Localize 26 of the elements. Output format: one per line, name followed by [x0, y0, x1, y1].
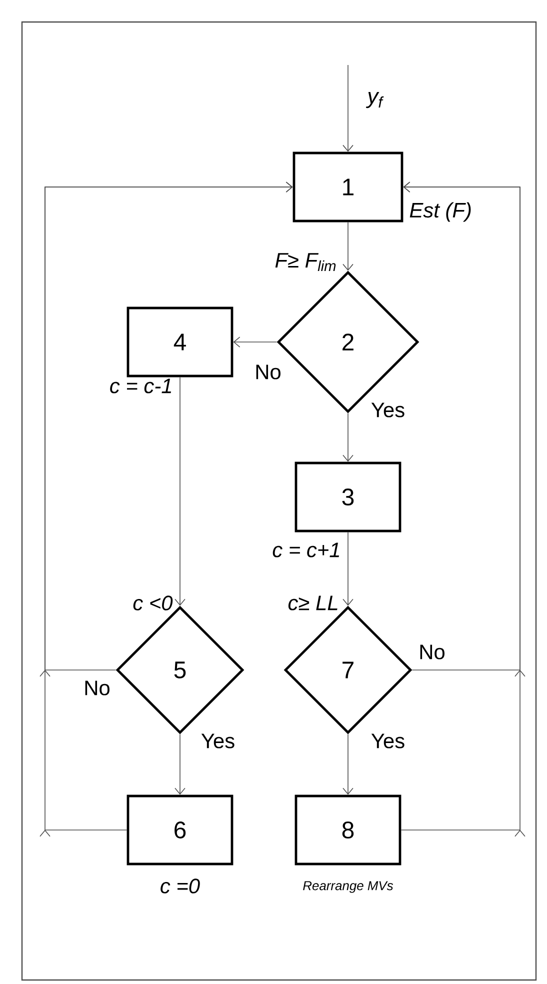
- process-box: 1: [292, 152, 404, 222]
- edge-label: Yes: [370, 732, 406, 750]
- arrow: [233, 336, 278, 348]
- arrow: [342, 734, 354, 795]
- arrow: [342, 412, 354, 462]
- process-box: 8: [294, 794, 402, 866]
- arrow: [40, 182, 293, 837]
- condition-label: F≥ F$_{lim}$: [275, 253, 336, 271]
- process-box: 4: [126, 306, 234, 378]
- edge-label: No: [418, 644, 446, 660]
- condition-label: c = c+1: [272, 542, 340, 558]
- edge-label: Yes: [200, 732, 236, 750]
- edge-label: y$_{f}$: [366, 90, 384, 110]
- arrow: [174, 734, 186, 795]
- condition-label: c = c-1: [110, 378, 172, 394]
- arrow: [174, 376, 186, 606]
- process-box: 3: [294, 462, 402, 532]
- edge-label: No: [82, 680, 112, 696]
- arrow: [400, 182, 526, 837]
- process-box: 6: [126, 794, 234, 866]
- condition-label: Rearrange MVs: [303, 881, 394, 893]
- arrow: [342, 64, 354, 152]
- arrow: [342, 532, 354, 606]
- condition-label: c =0: [160, 878, 200, 894]
- condition-label: Est (F): [410, 202, 471, 222]
- arrow: [342, 222, 354, 271]
